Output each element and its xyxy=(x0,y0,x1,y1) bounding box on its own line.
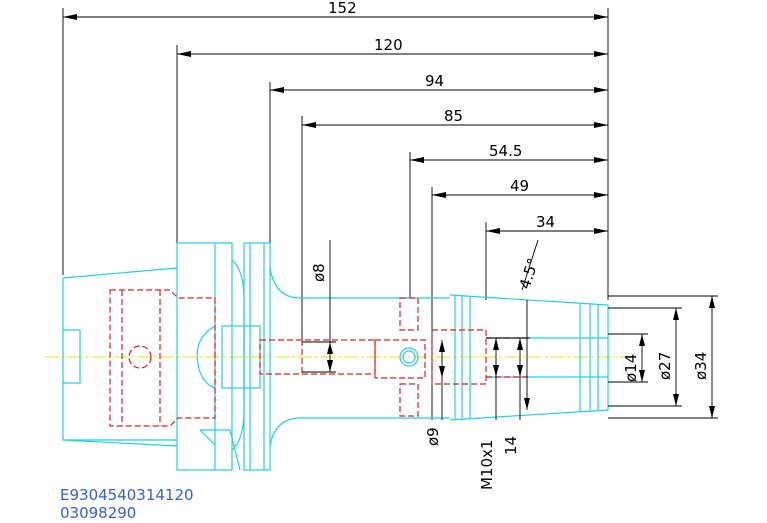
dim-phi27-label: ø27 xyxy=(656,352,674,380)
diameter-dims: ø14 ø27 ø34 xyxy=(608,295,718,419)
dimension-120: 120 xyxy=(177,36,608,57)
hidden-lines xyxy=(109,289,530,427)
dimension-152: 152 xyxy=(63,0,608,20)
dim-14-label: 14 xyxy=(502,436,520,455)
dimension-94: 94 xyxy=(270,72,608,93)
dim-phi34-label: ø34 xyxy=(692,352,710,380)
dim-angle-label: 4.5° xyxy=(516,256,543,291)
tool-holder-outline xyxy=(62,242,609,471)
dim-120-label: 120 xyxy=(374,36,403,54)
dim-152-label: 152 xyxy=(328,0,357,17)
dim-phi14-label: ø14 xyxy=(622,354,640,382)
dim-54-5-label: 54.5 xyxy=(489,142,522,160)
dim-85-label: 85 xyxy=(444,107,463,125)
part-code-line2: 03098290 xyxy=(60,504,136,522)
dim-94-label: 94 xyxy=(425,72,444,90)
dimension-85: 85 xyxy=(302,107,608,128)
internal-dims: ø8 ø9 M10x1 14 4.5° xyxy=(302,239,543,490)
dim-phi8-label: ø8 xyxy=(310,263,328,282)
dimension-49: 49 xyxy=(432,177,608,198)
dimension-34: 34 xyxy=(486,213,608,234)
dimension-54-5: 54.5 xyxy=(410,142,608,163)
part-code-line1: E9304540314120 xyxy=(60,486,194,504)
dim-thread-label: M10x1 xyxy=(478,440,496,490)
part-code: E9304540314120 03098290 xyxy=(60,486,194,522)
dim-phi9-label: ø9 xyxy=(424,427,442,446)
extension-lines xyxy=(62,8,609,420)
dim-34-label: 34 xyxy=(536,213,555,231)
dim-49-label: 49 xyxy=(510,177,529,195)
